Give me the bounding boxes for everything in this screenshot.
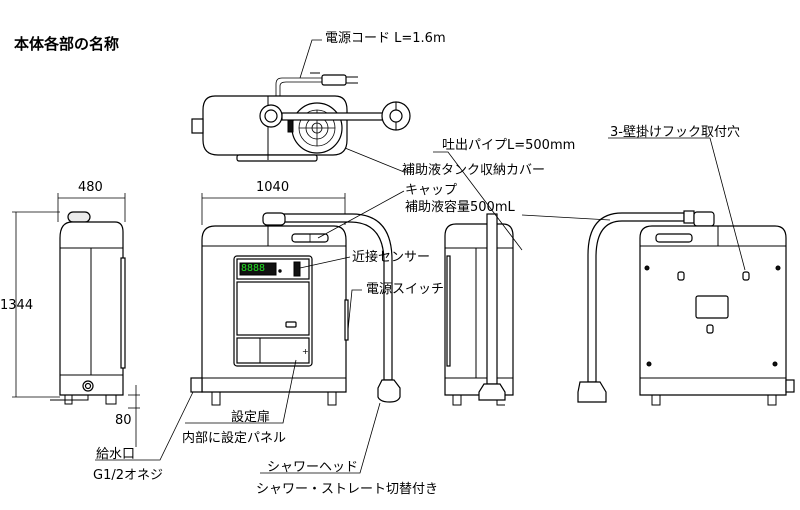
power-switch [344,299,349,341]
label-proximity-sensor: 近接センサー [352,250,431,265]
segment-readout: 8888 [241,263,266,274]
label-cap: キャップ [405,183,458,198]
proximity-sensor [293,261,301,277]
power-cord [275,77,322,96]
label-cap-capacity: 補助液容量500mL [405,200,515,215]
label-shower-switch: シャワー・ストレート切替付き [256,482,439,497]
page-title: 本体各部の名称 [14,35,120,53]
label-water-inlet: 給水口 [96,447,136,462]
leader-lines [95,39,746,474]
shower-head [377,379,401,403]
svg-text:+: + [302,347,309,356]
label-tank-cover: 補助液タンク収納カバー [402,163,546,178]
dim-height: 1344 [0,298,34,313]
dim-front-width: 1040 [256,180,290,195]
label-water-inlet-thread: G1/2オネジ [93,468,163,483]
top-view [191,72,411,162]
label-shower-head: シャワーヘッド [267,460,359,475]
back-view [577,210,795,406]
power-plug [321,74,347,86]
dim-side-width: 480 [78,180,103,195]
label-power-switch: 電源スイッチ [366,282,445,297]
dimension-lines [12,193,346,447]
top-pipe [281,112,395,121]
label-wall-hook: 3-壁掛けフック取付穴 [610,125,740,140]
wall-hook-hole [677,271,685,281]
label-outlet-pipe: 吐出パイプL=500mm [442,138,576,153]
side-view-left [50,211,126,405]
label-power-cord: 電源コード L=1.6m [325,31,446,46]
dim-foot-height: 80 [115,413,132,428]
front-view: + [190,212,401,406]
side-view-right [444,213,514,406]
segment-display [239,262,277,276]
label-setting-panel: 内部に設定パネル [182,431,287,446]
label-setting-door: 設定扉 [231,410,271,425]
